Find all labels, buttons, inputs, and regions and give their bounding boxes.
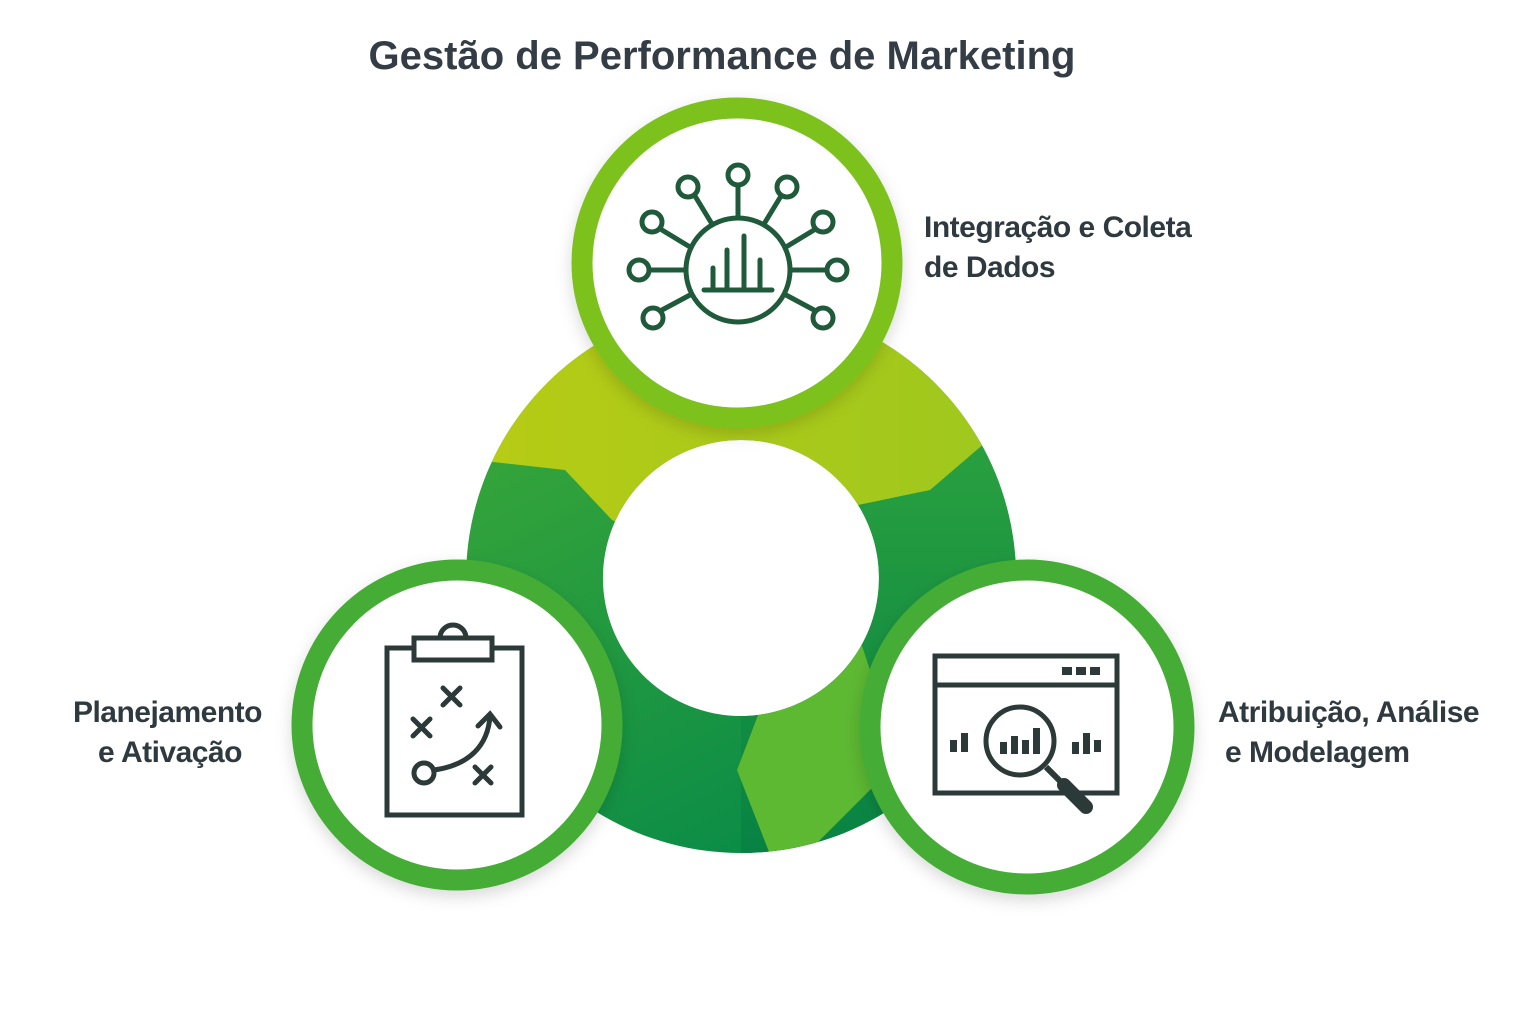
strategy-clipboard-icon <box>384 622 525 818</box>
stage-label-integration: Integração e Coleta de Dados <box>924 208 1192 288</box>
diagram-title: Gestão de Performance de Marketing <box>368 34 1076 78</box>
label-line: e Ativação <box>98 736 242 769</box>
label-line: e Modelagem <box>1225 736 1410 769</box>
stage-circle-integration <box>571 97 903 429</box>
stage-label-planning: Planejamento e Ativação <box>40 693 263 773</box>
label-line: Integração e Coleta <box>924 211 1192 244</box>
label-line: de Dados <box>924 251 1056 284</box>
stage-circle-attribution <box>859 559 1195 895</box>
stage-label-attribution: Atribuição, Análise e Modelagem <box>1218 693 1480 773</box>
stage-circle-planning <box>291 559 623 891</box>
label-line: Atribuição, Análise <box>1218 696 1480 729</box>
label-line: Planejamento <box>72 696 263 729</box>
data-network-icon <box>626 162 850 331</box>
analytics-magnifier-icon <box>932 653 1120 814</box>
